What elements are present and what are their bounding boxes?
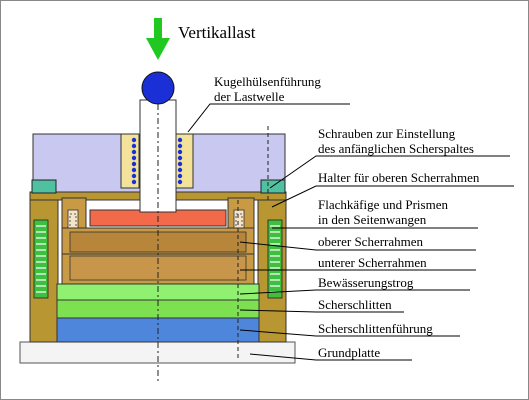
- bearing-ball: [177, 179, 183, 185]
- label-schrauben-line1: Schrauben zur Einstellung: [318, 126, 456, 141]
- bearing-ball: [131, 143, 137, 149]
- bearing-ball: [131, 155, 137, 161]
- label-grundplatte: Grundplatte: [318, 345, 380, 360]
- label-bewaesserungstrog: Bewässerungstrog: [318, 275, 414, 290]
- bearing-ball: [131, 161, 137, 167]
- leader-lines: [187, 103, 514, 361]
- left-bearing-sleeve: [120, 133, 140, 189]
- bearing-ball: [177, 137, 183, 143]
- bearing-balls: [131, 137, 183, 185]
- bearing-ball: [131, 173, 137, 179]
- left-flat-cage: [33, 219, 49, 299]
- bearing-ball: [131, 149, 137, 155]
- bearing-ball: [177, 173, 183, 179]
- label-flach-line2: in den Seitenwangen: [318, 212, 427, 227]
- bearing-ball: [177, 161, 183, 167]
- bearing-ball: [131, 137, 137, 143]
- label-kugel-line1: Kugelhülsenführung: [214, 74, 321, 89]
- bearing-ball: [177, 167, 183, 173]
- vertical-load-arrow: [146, 18, 170, 60]
- label-kugel-line2: der Lastwelle: [214, 89, 285, 104]
- load-ball: [141, 71, 175, 105]
- label-schrauben-line2: des anfänglichen Scherspaltes: [318, 141, 474, 156]
- label-scherschlittenfuehrung: Scherschlittenführung: [318, 321, 433, 336]
- bearing-ball: [177, 155, 183, 161]
- label-halter: Halter für oberen Scherrahmen: [318, 170, 480, 185]
- label-unterer-scherrahmen: unterer Scherrahmen: [318, 255, 427, 270]
- bearing-ball: [131, 167, 137, 173]
- left-teal-block: [31, 179, 57, 194]
- label-scherschlitten: Scherschlitten: [318, 297, 392, 312]
- label-flach-line1: Flachkäfige und Prismen: [318, 197, 448, 212]
- bearing-ball: [131, 179, 137, 185]
- bearing-ball: [177, 143, 183, 149]
- label-oberer-scherrahmen: oberer Scherrahmen: [318, 234, 424, 249]
- bearing-ball: [177, 149, 183, 155]
- diagram-title: Vertikallast: [178, 23, 256, 42]
- right-bearing-sleeve: [174, 133, 194, 189]
- right-flat-cage: [267, 219, 283, 299]
